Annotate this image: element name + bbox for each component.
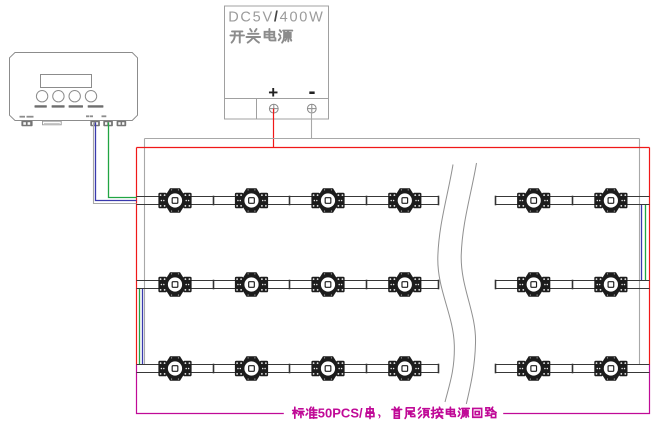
svg-text:+: + <box>268 83 278 102</box>
svg-text:-: - <box>309 81 316 104</box>
svg-text:50PCS/: 50PCS/ <box>318 406 363 421</box>
svg-text:DC5V/400W: DC5V/400W <box>228 10 324 26</box>
